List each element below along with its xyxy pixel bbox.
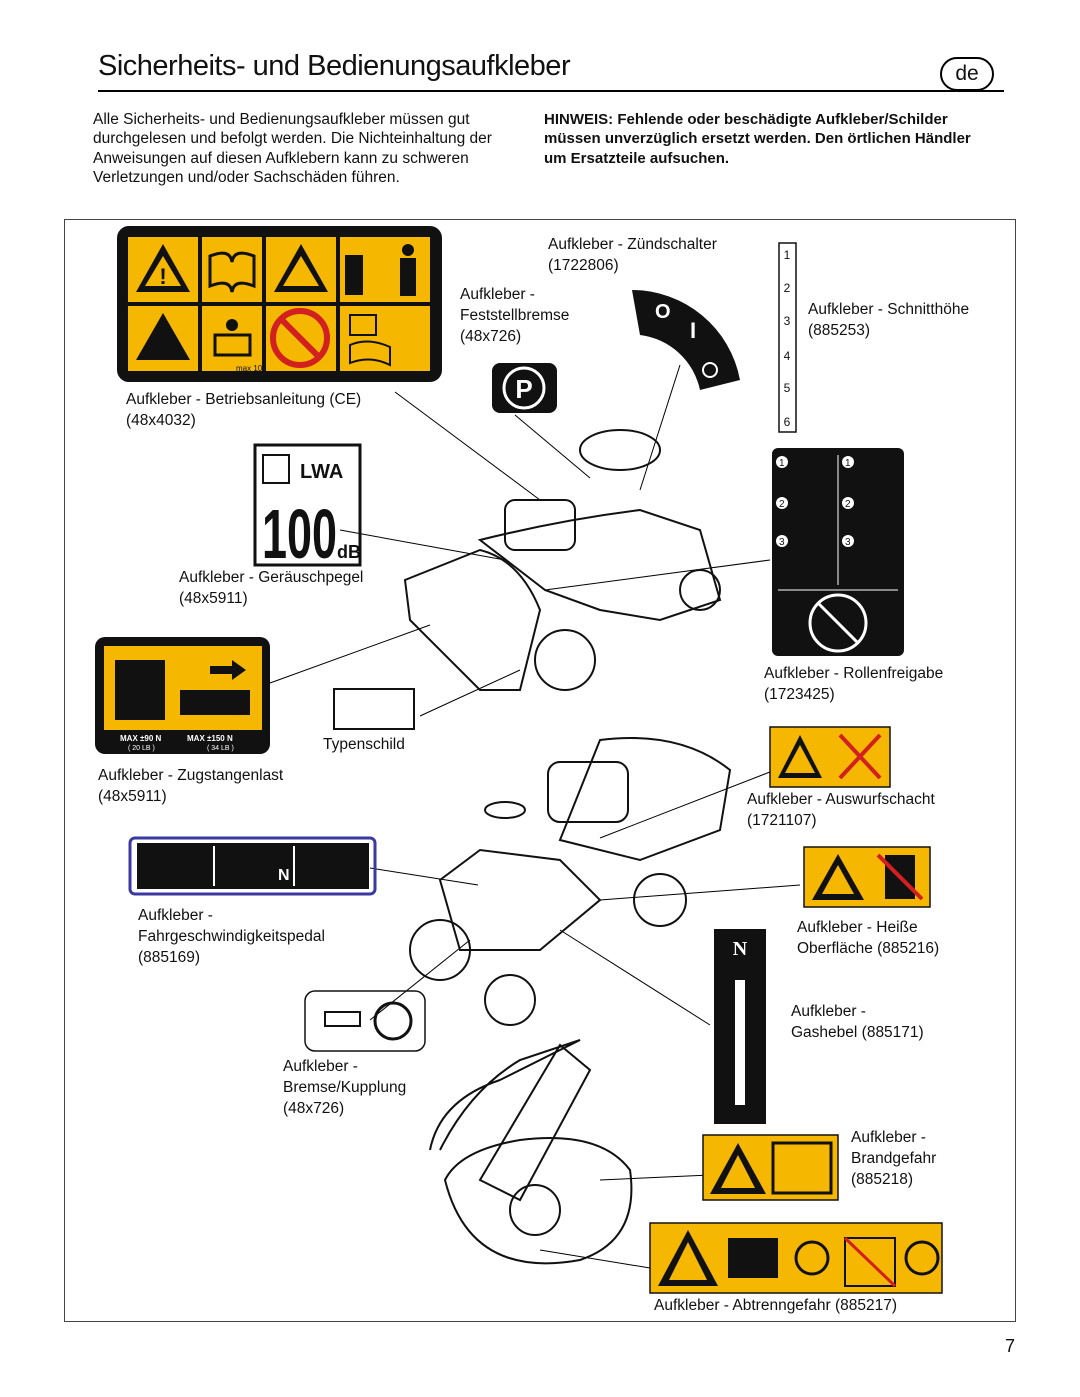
- brake-clutch-decal: [304, 990, 426, 1052]
- caption-line: Gashebel (885171): [791, 1024, 924, 1041]
- height-step-4: 4: [784, 349, 791, 363]
- hot-surface-decal: [803, 846, 931, 908]
- mower-illustration-middle: [409, 737, 732, 1026]
- type-plate-decal: [333, 688, 415, 730]
- caption-line: (48x726): [460, 328, 522, 345]
- caption-line: Aufkleber - Zugstangenlast: [98, 767, 284, 784]
- ignition-decal: O I: [632, 290, 740, 390]
- caption-line: (48x5911): [98, 788, 167, 805]
- height-step-6: 6: [784, 415, 791, 429]
- caption-typenschild: Typenschild: [323, 736, 405, 753]
- height-step-3: 3: [784, 314, 791, 328]
- amputation-hazard-decal: [649, 1222, 943, 1294]
- height-step-2: 2: [784, 281, 791, 295]
- roll-step-3a: 3: [779, 537, 785, 548]
- speed-pedal-decal: N: [128, 836, 377, 896]
- caption-abtrenngefahr: Aufkleber - Abtrenngefahr (885217): [654, 1297, 897, 1314]
- pull-left-text: MAX ±90 N: [120, 734, 162, 743]
- caption-line: Aufkleber -: [791, 1003, 866, 1020]
- caption-zugstangenlast: Aufkleber - Zugstangenlast (48x5911): [98, 765, 283, 807]
- caption-betriebsanleitung: Aufkleber - Betriebsanleitung (CE) (48x4…: [126, 389, 361, 431]
- roll-step-2a: 2: [779, 499, 785, 510]
- caption-line: (48x4032): [126, 412, 196, 429]
- caption-line: (48x726): [283, 1100, 345, 1117]
- page-number: 7: [1005, 1336, 1016, 1356]
- note-paragraph: HINWEIS: Fehlende oder beschädigte Aufkl…: [544, 111, 971, 167]
- caption-line: Brandgefahr: [851, 1150, 937, 1167]
- caption-line: Feststellbremse: [460, 307, 570, 324]
- roll-release-decal: 1 1 2 2 3 3: [772, 448, 904, 656]
- lwa-text: LWA: [300, 461, 343, 483]
- db-unit-text: dB: [337, 542, 361, 562]
- caption-fahrpedal: Aufkleber - Fahrgeschwindigkeitspedal (8…: [138, 905, 325, 968]
- intro-paragraph: Alle Sicherheits- und Bedienungsaufklebe…: [93, 111, 492, 186]
- tow-load-decal: MAX ±90 N MAX ±150 N ( 20 LB ) ( 34 LB ): [95, 637, 270, 754]
- height-step-1: 1: [784, 248, 791, 262]
- pull-left-sub: ( 20 LB ): [128, 745, 155, 752]
- caption-line: Bremse/Kupplung: [283, 1079, 407, 1096]
- caption-zuendschalter: Aufkleber - Zündschalter (1722806): [548, 234, 717, 276]
- caption-line: (1722806): [548, 257, 619, 274]
- decal-figure-frame: [64, 219, 1016, 1322]
- noise-level-decal: LWA 100 dB: [253, 443, 362, 573]
- fire-hazard-decal: [702, 1134, 839, 1201]
- ign-on-text: I: [690, 318, 696, 343]
- caption-line: (1723425): [764, 686, 835, 703]
- caption-line: Aufkleber - Betriebsanleitung (CE): [126, 391, 362, 408]
- parking-letter: P: [515, 374, 532, 404]
- caption-schnitthoehe: Aufkleber - Schnitthöhe (885253): [808, 299, 969, 341]
- caption-line: Aufkleber - Rollenfreigabe: [764, 665, 944, 682]
- throttle-decal: N: [714, 929, 766, 1124]
- caption-line: Aufkleber - Auswurfschacht: [747, 791, 935, 808]
- caption-line: Oberfläche (885216): [797, 940, 940, 957]
- roll-step-3b: 3: [845, 537, 851, 548]
- db-value-text: 100: [262, 495, 337, 573]
- roll-step-2b: 2: [845, 499, 851, 510]
- caption-brandgefahr: Aufkleber - Brandgefahr (885218): [851, 1127, 936, 1190]
- page-title: Sicherheits- und Bedienungsaufkleber: [98, 50, 571, 82]
- roll-step-1b: 1: [845, 458, 851, 469]
- caption-line: (885253): [808, 322, 871, 339]
- caption-auswurfschacht: Aufkleber - Auswurfschacht (1721107): [747, 789, 935, 831]
- caption-feststellbremse: Aufkleber - Feststellbremse (48x726): [460, 284, 569, 347]
- discharge-chute-decal: [769, 726, 891, 788]
- caption-line: Aufkleber -: [851, 1129, 926, 1146]
- parking-brake-decal: P: [492, 363, 557, 413]
- caption-line: Aufkleber -: [283, 1058, 358, 1075]
- pedal-n-text: N: [278, 867, 290, 884]
- pull-right-text: MAX ±150 N: [187, 734, 233, 743]
- cut-height-decal: 1 2 3 4 5 6: [778, 242, 797, 433]
- caption-line: Aufkleber - Heiße: [797, 919, 918, 936]
- deck-illustration: [429, 1039, 633, 1265]
- mower-illustration-top: [403, 429, 722, 691]
- caption-geraeuschpegel: Aufkleber - Geräuschpegel (48x5911): [179, 567, 363, 609]
- max-angle-text: max 10°: [236, 364, 265, 373]
- caption-heisse: Aufkleber - Heiße Oberfläche (885216): [797, 917, 939, 959]
- caption-line: Aufkleber - Zündschalter: [548, 236, 717, 253]
- pull-right-sub: ( 34 LB ): [207, 745, 234, 752]
- caption-line: Aufkleber - Geräuschpegel: [179, 569, 364, 586]
- caption-line: Fahrgeschwindigkeitspedal: [138, 928, 325, 945]
- caption-gashebel: Aufkleber - Gashebel (885171): [791, 1001, 924, 1043]
- caption-rollenfreigabe: Aufkleber - Rollenfreigabe (1723425): [764, 663, 943, 705]
- caption-line: Aufkleber -: [460, 286, 535, 303]
- caption-line: (1721107): [747, 812, 817, 829]
- svg-text:!: !: [159, 264, 166, 289]
- title-rule: [98, 90, 1004, 92]
- caption-line: (885218): [851, 1171, 914, 1188]
- height-step-5: 5: [784, 381, 791, 395]
- caption-bremse: Aufkleber - Bremse/Kupplung (48x726): [283, 1056, 406, 1119]
- ign-off-text: O: [655, 301, 671, 323]
- caption-line: Aufkleber - Schnitthöhe: [808, 301, 970, 318]
- operator-manual-decal: ! max 10°: [117, 226, 442, 382]
- caption-line: (48x5911): [179, 590, 248, 607]
- leader-lines: [269, 364, 801, 1269]
- caption-line: (885169): [138, 949, 201, 966]
- roll-step-1a: 1: [779, 458, 785, 469]
- throttle-n-text: N: [733, 938, 748, 960]
- caption-line: Aufkleber -: [138, 907, 213, 924]
- language-badge: de: [940, 57, 994, 91]
